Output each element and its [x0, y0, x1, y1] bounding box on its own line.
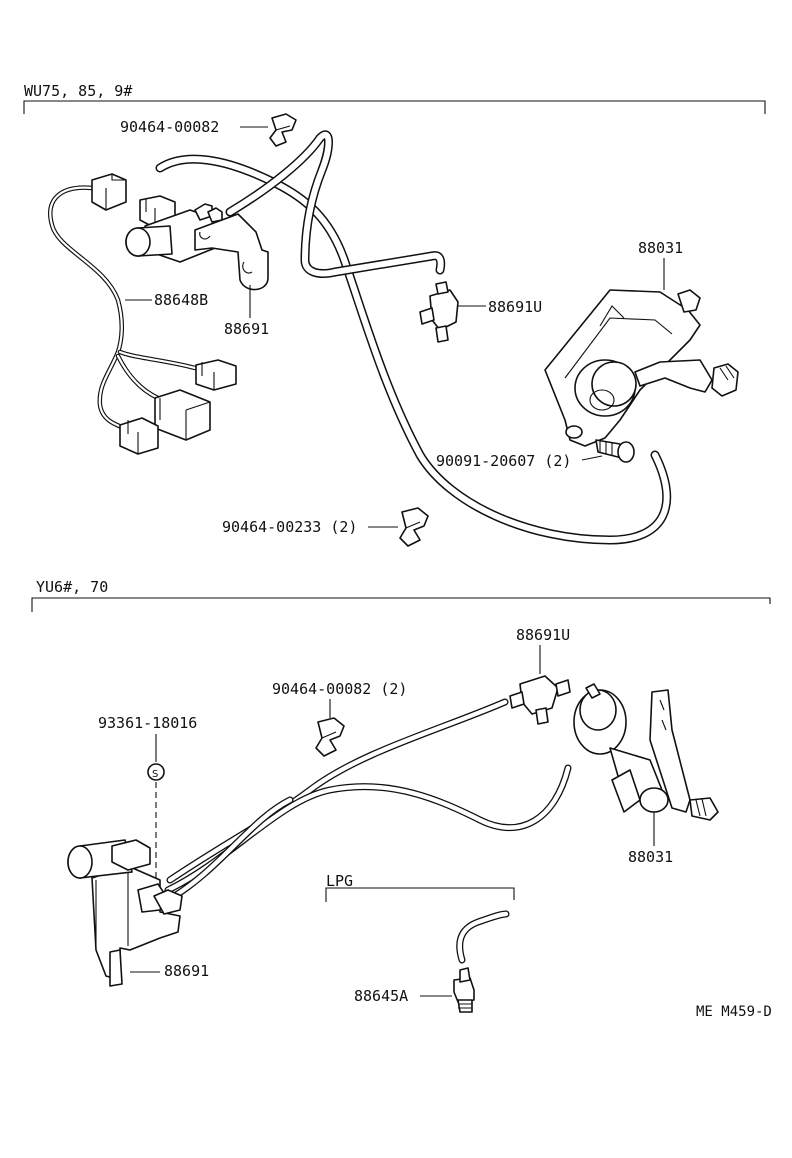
bottom-clip: [315, 717, 345, 757]
harness-connector-large: [154, 389, 211, 441]
bottom-actuator-label: 88031: [628, 848, 673, 866]
top-clip2-label: 90464-00233 (2): [222, 518, 357, 536]
bottom-section-bracket-line: [31, 597, 771, 612]
bottom-section-model-label: YU6#, 70: [36, 578, 108, 596]
bottom-washer-label: 93361-18016: [98, 714, 197, 732]
bottom-lpg-fitting-label: 88645A: [354, 987, 408, 1005]
bottom-vacuum-hose-c: [164, 796, 294, 904]
bottom-washer: S: [147, 763, 165, 781]
top-wire-harness: [48, 173, 237, 455]
harness-connector-mid: [195, 359, 237, 391]
top-bolt-leader: [581, 455, 603, 461]
top-vsv-label: 88691: [224, 320, 269, 338]
harness-connector-top: [91, 173, 127, 211]
svg-text:S: S: [152, 769, 158, 780]
harness-connector-small: [119, 417, 159, 455]
figure-code: ME M459-D: [696, 1004, 772, 1020]
bottom-lpg-bracket-line: [325, 887, 515, 902]
bottom-tee-fitting: [509, 675, 571, 725]
top-clip-label: 90464-00082: [120, 118, 219, 136]
bottom-vacuum-hose-b: [164, 764, 572, 894]
top-tee-fitting: [419, 281, 459, 343]
top-vacuum-hose-short: [225, 130, 446, 278]
top-actuator: [544, 289, 739, 447]
top-section-bracket-line: [23, 100, 766, 114]
top-harness-label: 88648B: [154, 291, 208, 309]
bottom-vacuum-hose-a: [166, 698, 509, 884]
top-actuator-label: 88031: [638, 239, 683, 257]
bottom-vsv-label: 88691: [164, 962, 209, 980]
top-vsv-valve: [125, 195, 269, 291]
bottom-tee-label: 88691U: [516, 626, 570, 644]
bottom-lpg-label: LPG: [326, 872, 353, 890]
top-bolt: [595, 439, 635, 463]
bottom-actuator: [573, 683, 719, 821]
bottom-vsv-valve: [67, 839, 183, 987]
bottom-lpg-hose: [456, 910, 510, 964]
bottom-clip-label: 90464-00082 (2): [272, 680, 407, 698]
top-clip: [269, 113, 297, 147]
top-clip2: [399, 507, 429, 547]
top-bolt-label: 90091-20607 (2): [436, 452, 571, 470]
top-tee-label: 88691U: [488, 298, 542, 316]
bottom-lpg-fitting: [453, 967, 475, 1013]
top-section-model-label: WU75, 85, 9#: [24, 82, 132, 100]
